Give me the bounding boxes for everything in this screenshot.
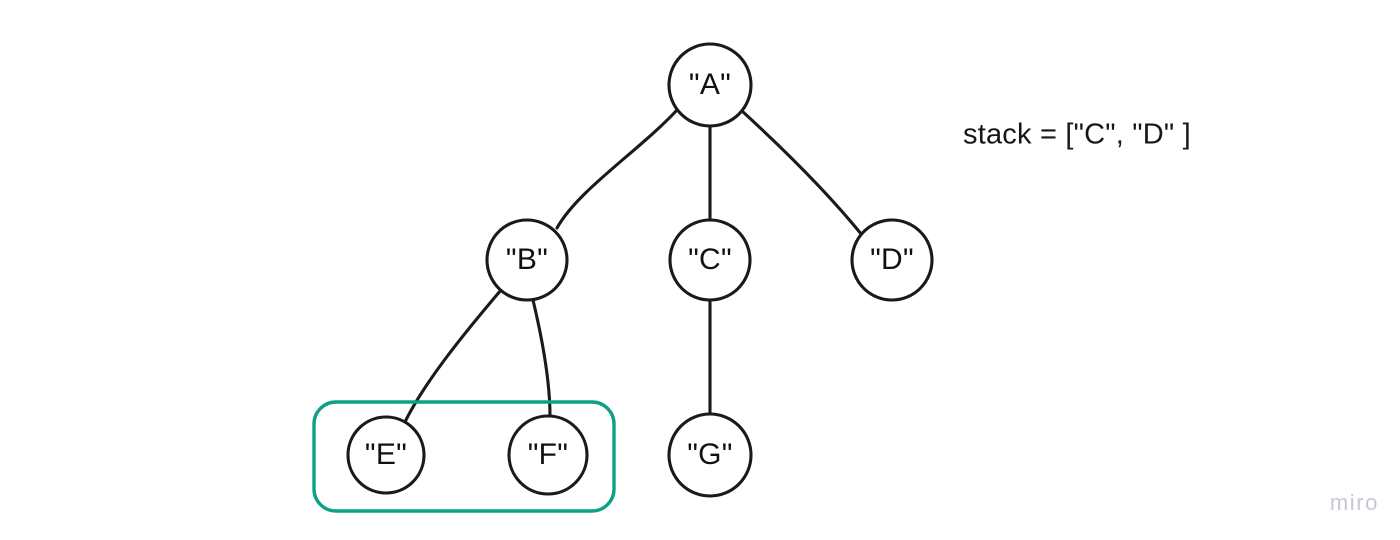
- node-f[interactable]: "F": [507, 414, 589, 496]
- node-d-label: "D": [870, 243, 914, 276]
- node-a-label: "A": [689, 68, 731, 101]
- edge-group: [402, 108, 864, 426]
- node-a-circle[interactable]: [667, 42, 753, 128]
- node-d-circle[interactable]: [850, 218, 934, 302]
- node-g-circle[interactable]: [667, 412, 753, 498]
- selection-box[interactable]: [312, 400, 616, 513]
- node-group: "A" "B" "C" "D" "E" "F": [346, 42, 934, 498]
- edge-a-d[interactable]: [740, 109, 864, 237]
- edge-a-b[interactable]: [555, 108, 679, 230]
- node-c-label: "C": [688, 243, 732, 276]
- miro-watermark: miro: [1330, 490, 1379, 515]
- node-e[interactable]: "E": [346, 415, 426, 495]
- node-a[interactable]: "A": [667, 42, 753, 128]
- stack-annotation-text[interactable]: stack = ["C", "D" ]: [963, 119, 1191, 151]
- node-b-circle[interactable]: [485, 218, 569, 302]
- node-e-circle[interactable]: [346, 415, 426, 495]
- node-g[interactable]: "G": [667, 412, 753, 498]
- node-e-label: "E": [365, 438, 407, 471]
- node-g-label: "G": [687, 438, 733, 471]
- node-c-circle[interactable]: [668, 218, 752, 302]
- node-c[interactable]: "C": [668, 218, 752, 302]
- edge-b-e[interactable]: [402, 288, 503, 426]
- node-b-label: "B": [506, 243, 548, 276]
- node-b[interactable]: "B": [485, 218, 569, 302]
- node-f-label: "F": [528, 438, 569, 471]
- edge-b-f[interactable]: [531, 298, 552, 418]
- node-d[interactable]: "D": [850, 218, 934, 302]
- node-f-circle[interactable]: [507, 414, 589, 496]
